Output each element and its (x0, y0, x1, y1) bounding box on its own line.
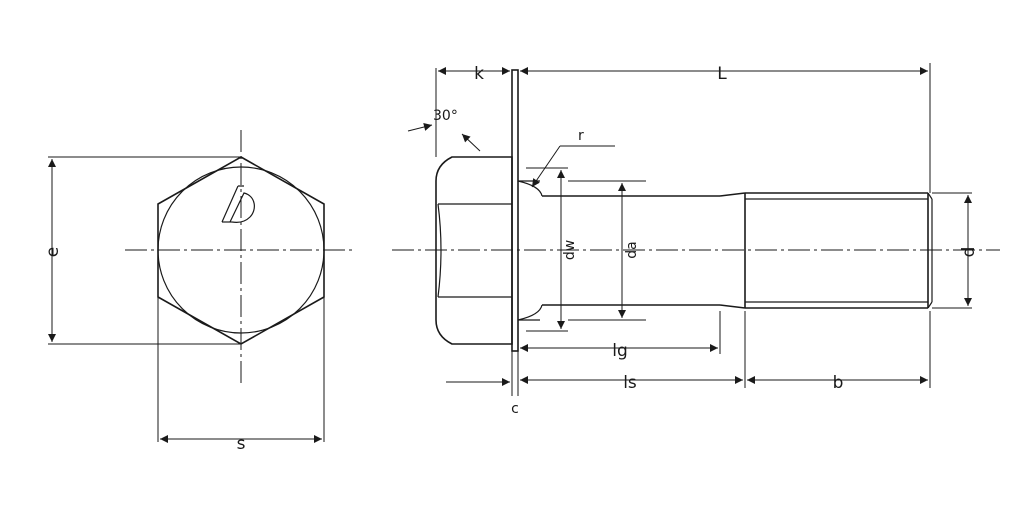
L-label: L (717, 64, 727, 84)
s-label: s (237, 434, 246, 454)
angle-arrow-left (407, 123, 433, 132)
fillet-bottom (517, 304, 543, 321)
runout-bottom (719, 304, 746, 309)
dw-label: dw (562, 240, 578, 260)
head-front-view: e s (43, 130, 352, 454)
c-label: c (511, 401, 519, 417)
bolt-side-view: k L 30° r dw da d lg (392, 63, 1000, 417)
r-leader-arrow (531, 145, 561, 188)
angle-label: 30° (433, 108, 458, 124)
manufacturer-mark-icon (221, 185, 255, 223)
k-label: k (474, 64, 484, 84)
fillet-top (517, 180, 543, 197)
angle-arrow-right (461, 133, 481, 152)
da-label: da (624, 241, 640, 258)
chamfer-top (927, 192, 933, 200)
hex-face-curve (437, 203, 442, 298)
chamfer-bottom (927, 301, 933, 309)
e-label: e (43, 247, 63, 257)
b-label: b (833, 373, 844, 393)
runout-top (719, 192, 746, 197)
hex-head-side (435, 156, 513, 345)
ls-label: ls (623, 373, 637, 393)
r-label: r (578, 128, 584, 144)
d-label: d (959, 247, 979, 258)
lg-label: lg (612, 341, 628, 361)
flange (511, 69, 519, 352)
